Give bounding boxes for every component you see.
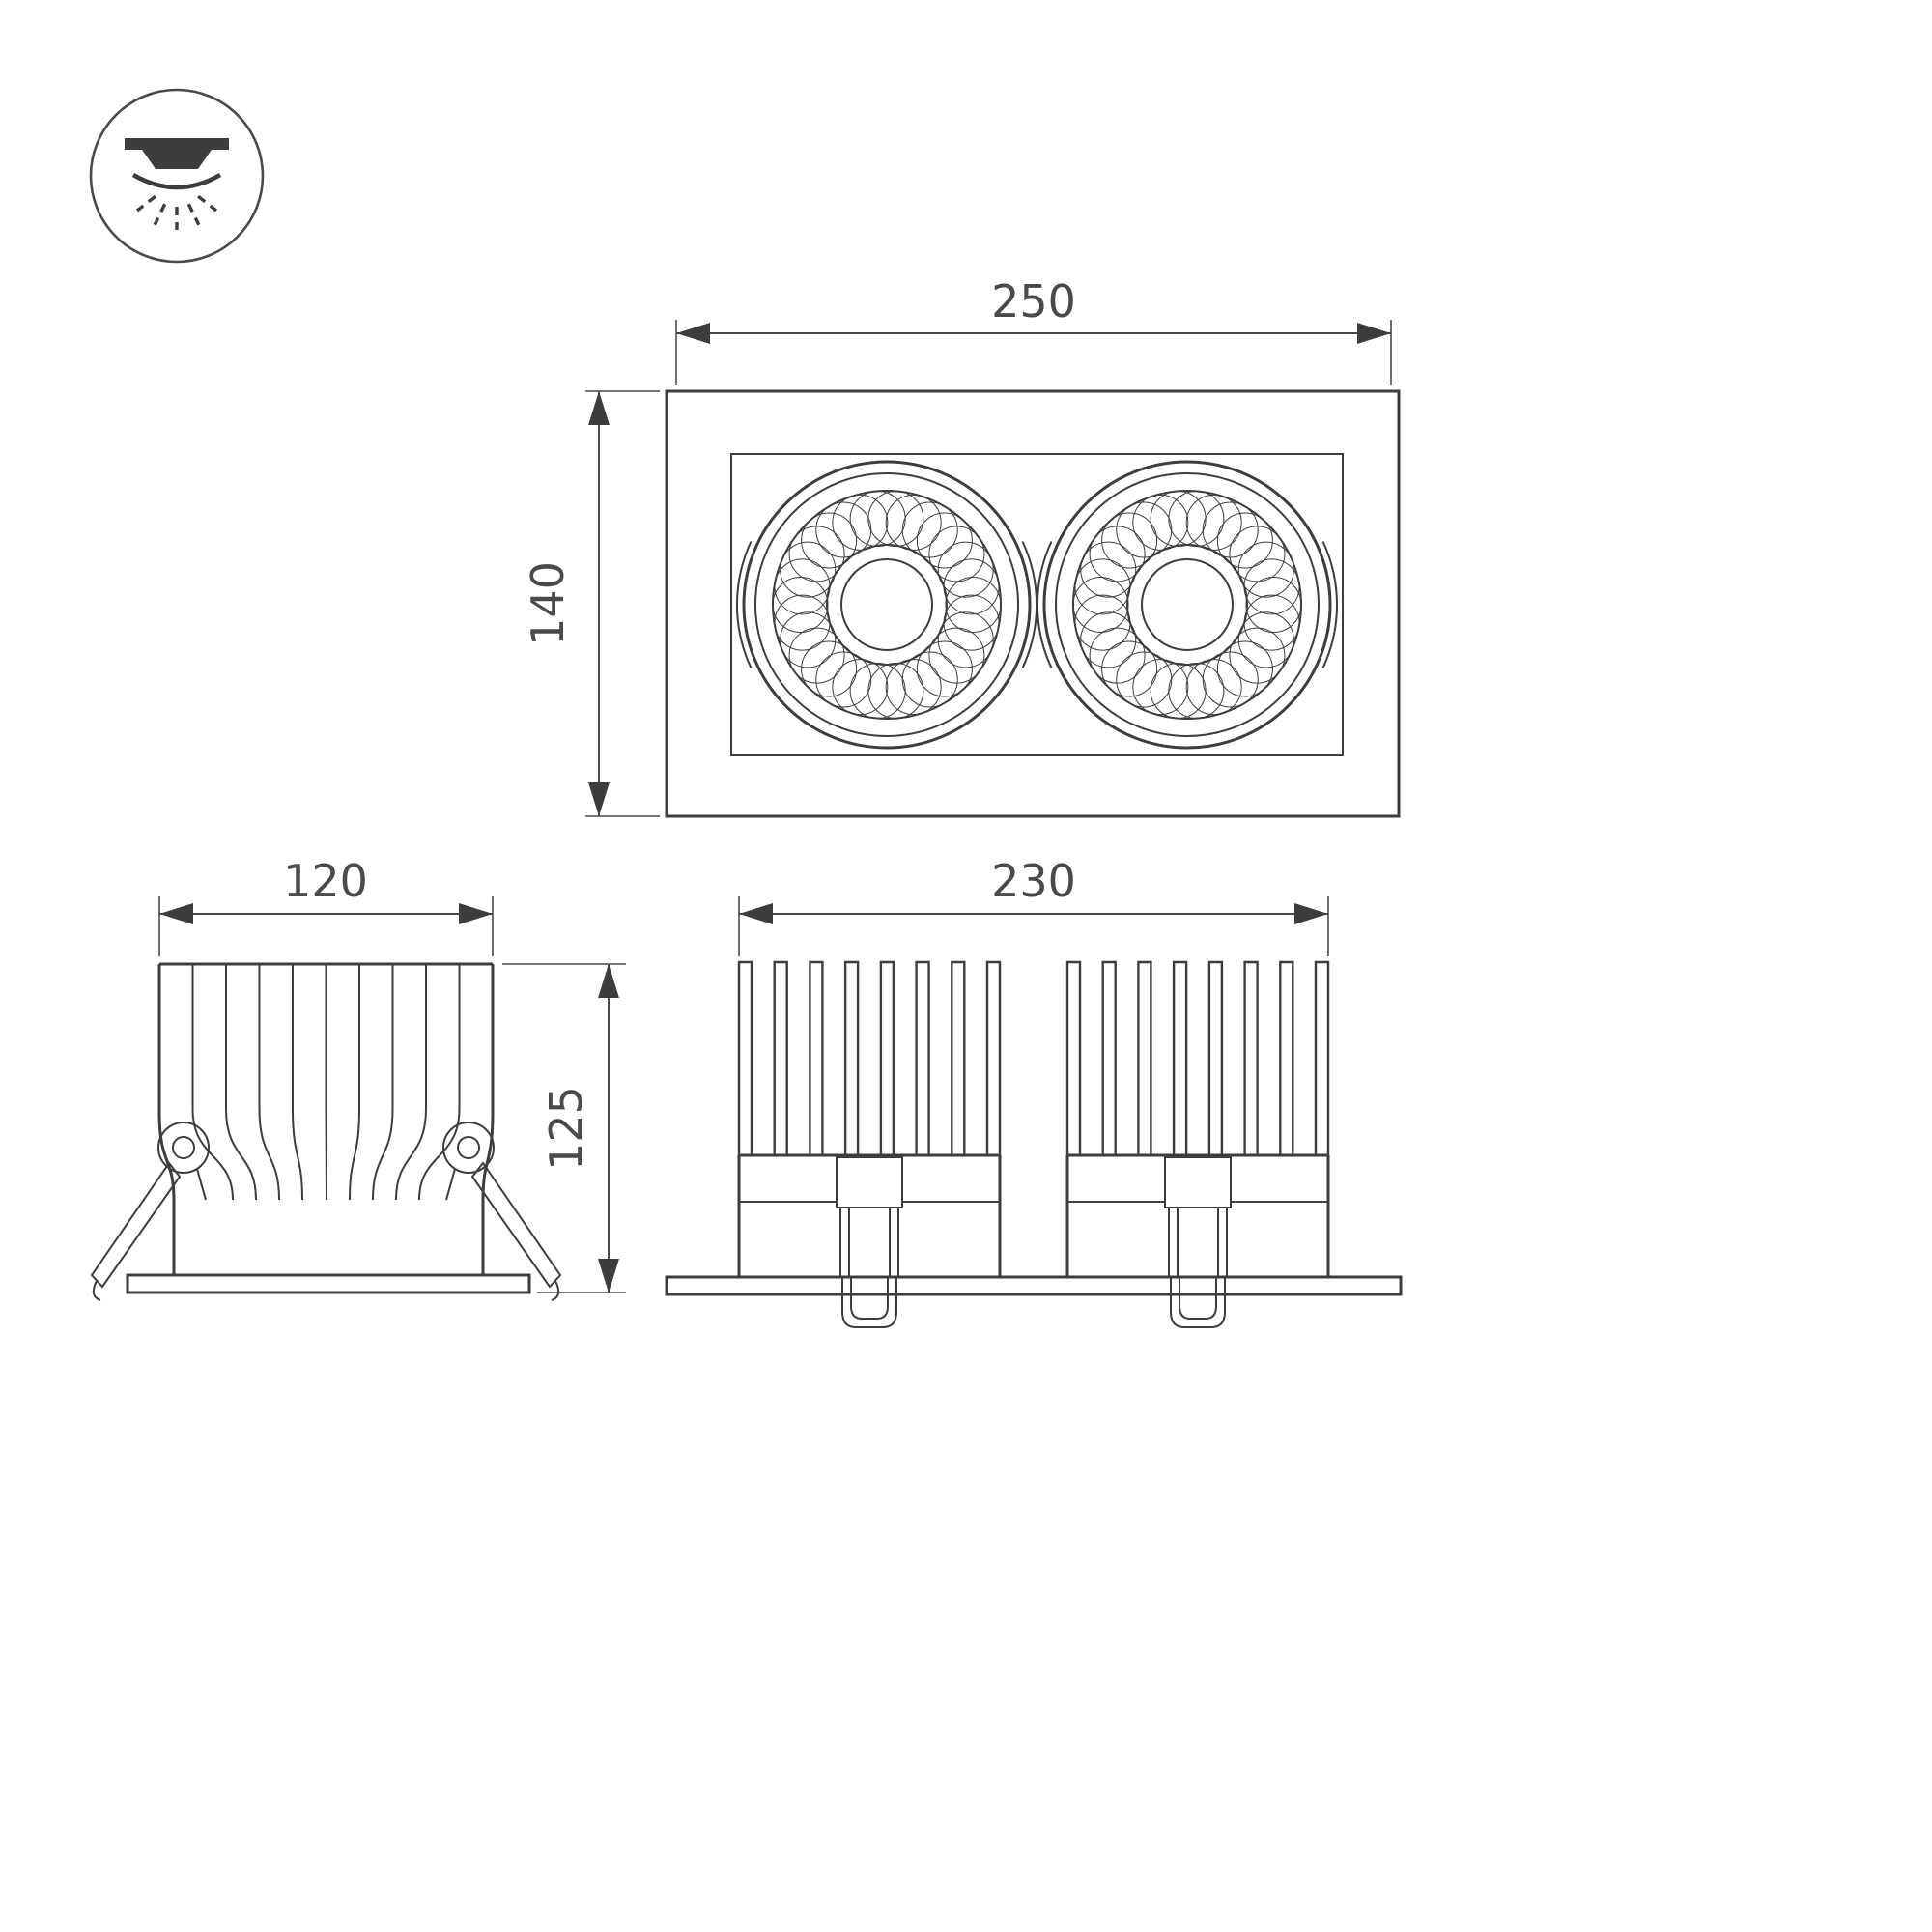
bottom-unit-left: [737, 960, 1002, 1277]
lamp-right-reflector-mesh: [1072, 490, 1302, 720]
bottom-clip-right: [1164, 1156, 1232, 1328]
dim-bottom-width-label: 230: [991, 855, 1076, 907]
bottom-width-dimension: 230: [738, 855, 1329, 956]
bottom-clip-left: [836, 1156, 903, 1328]
side-width-dimension: 120: [158, 855, 494, 956]
lamp-right: [1036, 460, 1339, 750]
bottom-unit-right-fins: [1065, 960, 1330, 1155]
lamp-left-reflector-mesh: [772, 490, 1002, 720]
dim-front-width-label: 250: [991, 275, 1076, 327]
front-inner-frame: [730, 453, 1344, 756]
front-outer-frame: [665, 389, 1401, 818]
bottom-unit-left-fins: [737, 960, 1002, 1155]
dim-side-height-label: 125: [540, 1086, 592, 1171]
icon-light-arc: [131, 173, 222, 190]
bottom-trim-ring: [665, 1275, 1403, 1296]
dim-side-width-label: 120: [283, 855, 368, 907]
dim-front-height-label: 140: [522, 561, 574, 646]
icon-lamp-body: [142, 150, 212, 169]
side-spring-clip-left: [90, 1122, 210, 1301]
front-view: 250 140: [522, 275, 1401, 818]
side-spring-clip-right: [442, 1122, 562, 1301]
side-height-dimension: 125: [502, 963, 626, 1293]
bottom-view: 230: [665, 855, 1403, 1328]
side-heatsink-fins: [191, 964, 461, 1201]
lamp-left: [735, 460, 1038, 750]
front-width-dimension: 250: [675, 275, 1392, 385]
front-height-dimension: 140: [522, 390, 660, 817]
icon-ceiling-bar: [125, 138, 229, 150]
recessed-downlight-icon: [89, 88, 265, 264]
bottom-unit-right: [1065, 960, 1330, 1277]
side-view: 120 125: [90, 855, 626, 1301]
side-trim-ring: [126, 1273, 531, 1294]
icon-light-rays: [135, 194, 218, 230]
